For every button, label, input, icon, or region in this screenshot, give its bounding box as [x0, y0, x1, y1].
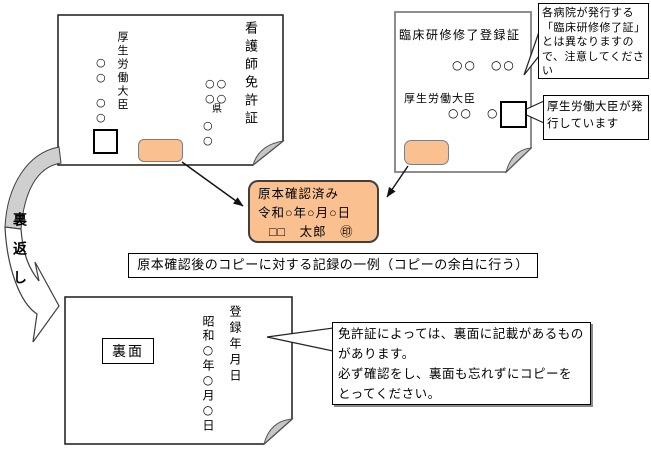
flip-arrow-head-icon [4, 226, 60, 343]
license-front-title: 看護師免許証 [242, 21, 257, 129]
stamp-line-confirmed: 原本確認済み [258, 187, 340, 201]
stamp-line-name-seal: □□ 太郎 ㊞ [269, 225, 354, 239]
issuer-note-callout: 厚生労働大臣が発行しています [543, 95, 649, 140]
registration-cert-title: 臨床研修修了登録証 [399, 28, 521, 42]
license-front-stamp-area [138, 139, 183, 162]
prefecture-char: 県 [212, 104, 222, 115]
issuer-note-text: 厚生労働大臣が発行しています [547, 101, 643, 130]
redaction-marks: ○○ [205, 92, 229, 105]
original-confirmed-stamp: 原本確認済み 令和○年○月○日 □□ 太郎 ㊞ [248, 180, 379, 243]
back-showa-date: 昭和○年○月○日 [201, 315, 215, 433]
hospital-note-callout: 各病院が発行する「臨床研修修了証」とは異なりますので、注意してください [538, 3, 649, 79]
registration-cert-minister: 厚生労働大臣 [404, 92, 476, 105]
backside-note-callout: 免許証によっては、裏面に記載があるものがあります。 必ず確認をし、裏面も忘れずに… [332, 322, 591, 405]
license-front-minister: 厚生労働大臣 [116, 31, 129, 112]
license-back-fold-corner-icon [263, 418, 294, 446]
arrow-license-to-stamp-icon [181, 161, 244, 207]
redaction-marks: ○○ ○○ [448, 106, 512, 120]
license-front-fold-corner-icon [252, 140, 285, 167]
redaction-marks: ○○ [205, 77, 229, 90]
license-back-page [64, 296, 293, 445]
backside-note-line1: 免許証によっては、裏面に記載があるものがあります。 [338, 327, 584, 361]
arrow-registration-to-stamp-icon [386, 165, 409, 198]
redaction-marks: ○○ ○○ [452, 58, 516, 72]
official-seal-placeholder [500, 101, 527, 128]
redaction-marks: ○ [96, 71, 108, 84]
redaction-marks: ○ [203, 119, 215, 132]
stamp-line-date: 令和○年○月○日 [258, 206, 352, 220]
redaction-marks: ○ [96, 111, 108, 124]
caption-box: 原本確認後のコピーに対する記録の一例（コピーの余白に行う） [128, 253, 538, 278]
flip-over-label: 裏返し [12, 212, 28, 299]
registration-cert-fold-corner-icon [505, 147, 533, 174]
back-side-label-box: 裏面 [102, 338, 154, 364]
official-seal-placeholder [93, 129, 118, 154]
backside-note-line2: 必ず確認をし、裏面も忘れずにコピーをとってください。 [338, 367, 573, 401]
redaction-marks: ○ [96, 96, 108, 109]
redaction-marks: ○ [203, 134, 215, 147]
back-registration-date-heading: 登録年月日 [228, 305, 242, 385]
registration-cert-stamp-area [404, 140, 449, 165]
redaction-marks: ○ [96, 56, 108, 69]
